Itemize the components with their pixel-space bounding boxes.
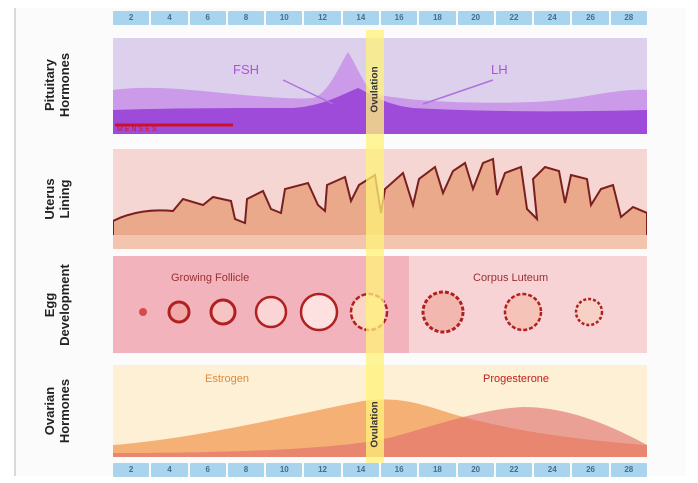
day-tick: 10 [266, 463, 302, 477]
follicle-stage-4 [256, 297, 286, 327]
corpus-luteum-label: Corpus Luteum [473, 272, 548, 284]
day-tick: 16 [381, 11, 417, 25]
follicle-stage-3 [211, 300, 235, 324]
lh-label: LH [491, 62, 508, 77]
day-tick: 16 [381, 463, 417, 477]
day-tick: 22 [496, 463, 532, 477]
day-tick: 26 [572, 11, 608, 25]
lh-pointer [423, 80, 493, 104]
day-tick: 18 [419, 11, 455, 25]
row-label-line: Development [57, 260, 72, 350]
day-axis-bottom: 2 4 6 8 10 12 14 16 18 20 22 24 26 28 [113, 463, 647, 477]
day-tick: 2 [113, 463, 149, 477]
row-label-uterus: Uterus Lining [42, 154, 72, 244]
row-label-line: Hormones [57, 366, 72, 456]
day-tick: 4 [151, 463, 187, 477]
row-label-egg: Egg Development [42, 260, 72, 350]
growing-follicle-label: Growing Follicle [171, 272, 249, 284]
corpus-stage-3 [576, 299, 602, 325]
row-label-line: Hormones [57, 40, 72, 130]
estrogen-label: Estrogen [205, 373, 249, 385]
day-tick: 20 [458, 11, 494, 25]
row-label-line: Ovarian [42, 366, 57, 456]
progesterone-label: Progesterone [483, 373, 549, 385]
corpus-stage-2 [505, 294, 541, 330]
day-tick: 10 [266, 11, 302, 25]
follicle-stage-5 [301, 294, 337, 330]
day-tick: 22 [496, 11, 532, 25]
day-tick: 14 [343, 463, 379, 477]
day-tick: 6 [190, 463, 226, 477]
day-tick: 12 [304, 11, 340, 25]
ovulation-label-bottom: Ovulation [367, 395, 383, 453]
fsh-label: FSH [233, 62, 259, 77]
ovulation-text: Ovulation [370, 401, 381, 447]
corpus-stage-1 [423, 292, 463, 332]
row-label-pituitary: Pituitary Hormones [42, 40, 72, 130]
row-label-line: Pituitary [42, 40, 57, 130]
day-tick: 28 [611, 11, 647, 25]
day-tick: 12 [304, 463, 340, 477]
day-tick: 6 [190, 11, 226, 25]
day-axis-top: 2 4 6 8 10 12 14 16 18 20 22 24 26 28 [113, 11, 647, 25]
day-tick: 20 [458, 463, 494, 477]
row-label-ovarian: Ovarian Hormones [42, 366, 72, 456]
follicle-stage-2 [169, 302, 189, 322]
day-tick: 14 [343, 11, 379, 25]
day-tick: 24 [534, 11, 570, 25]
menses-label: MENSES [117, 126, 159, 133]
row-label-line: Egg [42, 260, 57, 350]
day-tick: 8 [228, 11, 264, 25]
day-tick: 2 [113, 11, 149, 25]
day-tick: 18 [419, 463, 455, 477]
row-label-line: Lining [57, 154, 72, 244]
day-tick: 4 [151, 11, 187, 25]
day-tick: 24 [534, 463, 570, 477]
ovulation-label-top: Ovulation [367, 60, 383, 118]
day-tick: 8 [228, 463, 264, 477]
day-tick: 26 [572, 463, 608, 477]
ovulation-text: Ovulation [370, 66, 381, 112]
row-label-line: Uterus [42, 154, 57, 244]
day-tick: 28 [611, 463, 647, 477]
follicle-stage-1 [139, 308, 147, 316]
